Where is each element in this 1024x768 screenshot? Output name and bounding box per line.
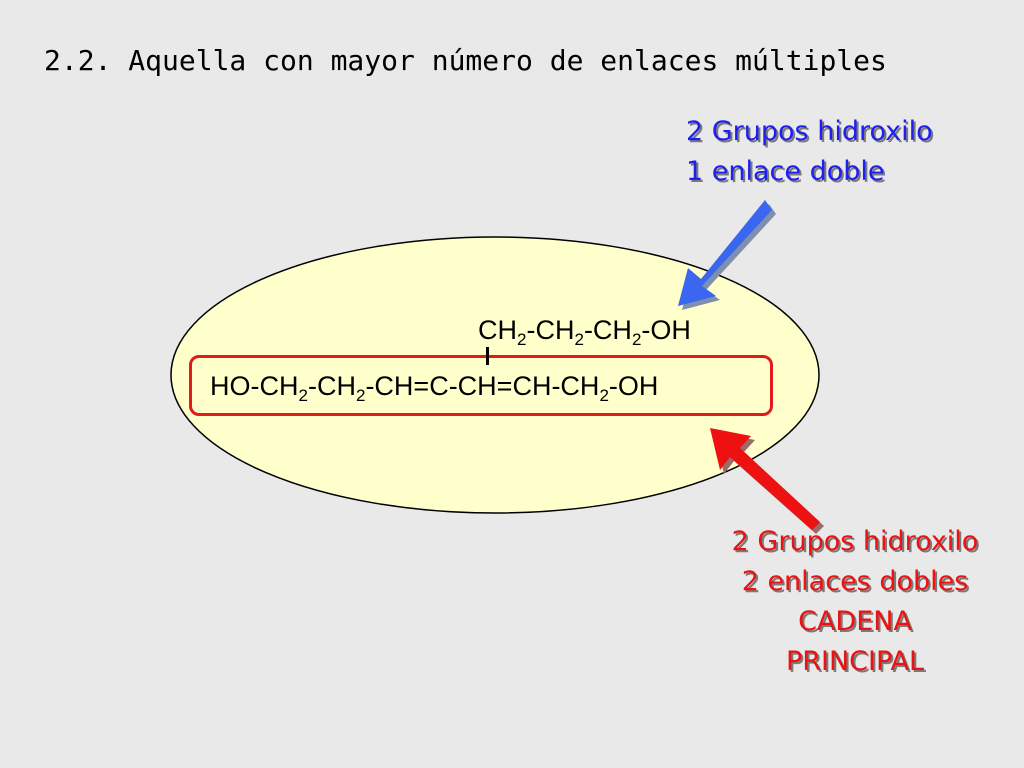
- main-chain-annotation-line-4: PRINCIPAL: [785, 646, 925, 677]
- formula-subscript: 2: [574, 330, 584, 349]
- main-chain-highlight-box: [189, 355, 773, 416]
- formula-subscript: 2: [298, 386, 308, 405]
- branch-annotation-line-1: 2 Grupos hidroxilo: [686, 116, 933, 147]
- slide-title: 2.2. Aquella con mayor número de enlaces…: [44, 44, 887, 77]
- branch-chain-formula: CH2-CH2-CH2-OH: [478, 315, 691, 349]
- formula-text: -OH: [641, 315, 691, 345]
- formula-text: -CH: [583, 315, 632, 345]
- formula-subscript: 2: [631, 330, 642, 349]
- branch-bond-line: [486, 347, 489, 365]
- red-arrow: [710, 428, 824, 534]
- formula-text: -CH: [526, 315, 575, 345]
- formula-text: HO-CH: [210, 371, 299, 401]
- main-chain-formula: HO-CH2-CH2-CH=C-CH=CH-CH2-OH: [210, 371, 659, 405]
- formula-text: -OH: [608, 371, 659, 401]
- main-chain-annotation-line-2: 2 enlaces dobles: [741, 566, 969, 597]
- branch-annotation-line-2: 1 enlace doble: [686, 156, 885, 187]
- main-chain-annotation: 2 Grupos hidroxilo 2 enlaces dobles CADE…: [690, 522, 1020, 682]
- main-chain-annotation-line-1: 2 Grupos hidroxilo: [731, 526, 979, 557]
- formula-subscript: 2: [355, 386, 366, 405]
- formula-text: -CH: [307, 371, 356, 401]
- molecule-ellipse: [170, 236, 820, 514]
- main-chain-annotation-line-3: CADENA: [798, 606, 912, 637]
- formula-subscript: 2: [517, 330, 527, 349]
- formula-text: CH: [478, 315, 517, 345]
- blue-arrow: [678, 200, 776, 310]
- formula-text: -CH=C-CH=CH-CH: [365, 371, 600, 401]
- formula-subscript: 2: [599, 386, 609, 405]
- branch-annotation: 2 Grupos hidroxilo 1 enlace doble: [686, 112, 933, 192]
